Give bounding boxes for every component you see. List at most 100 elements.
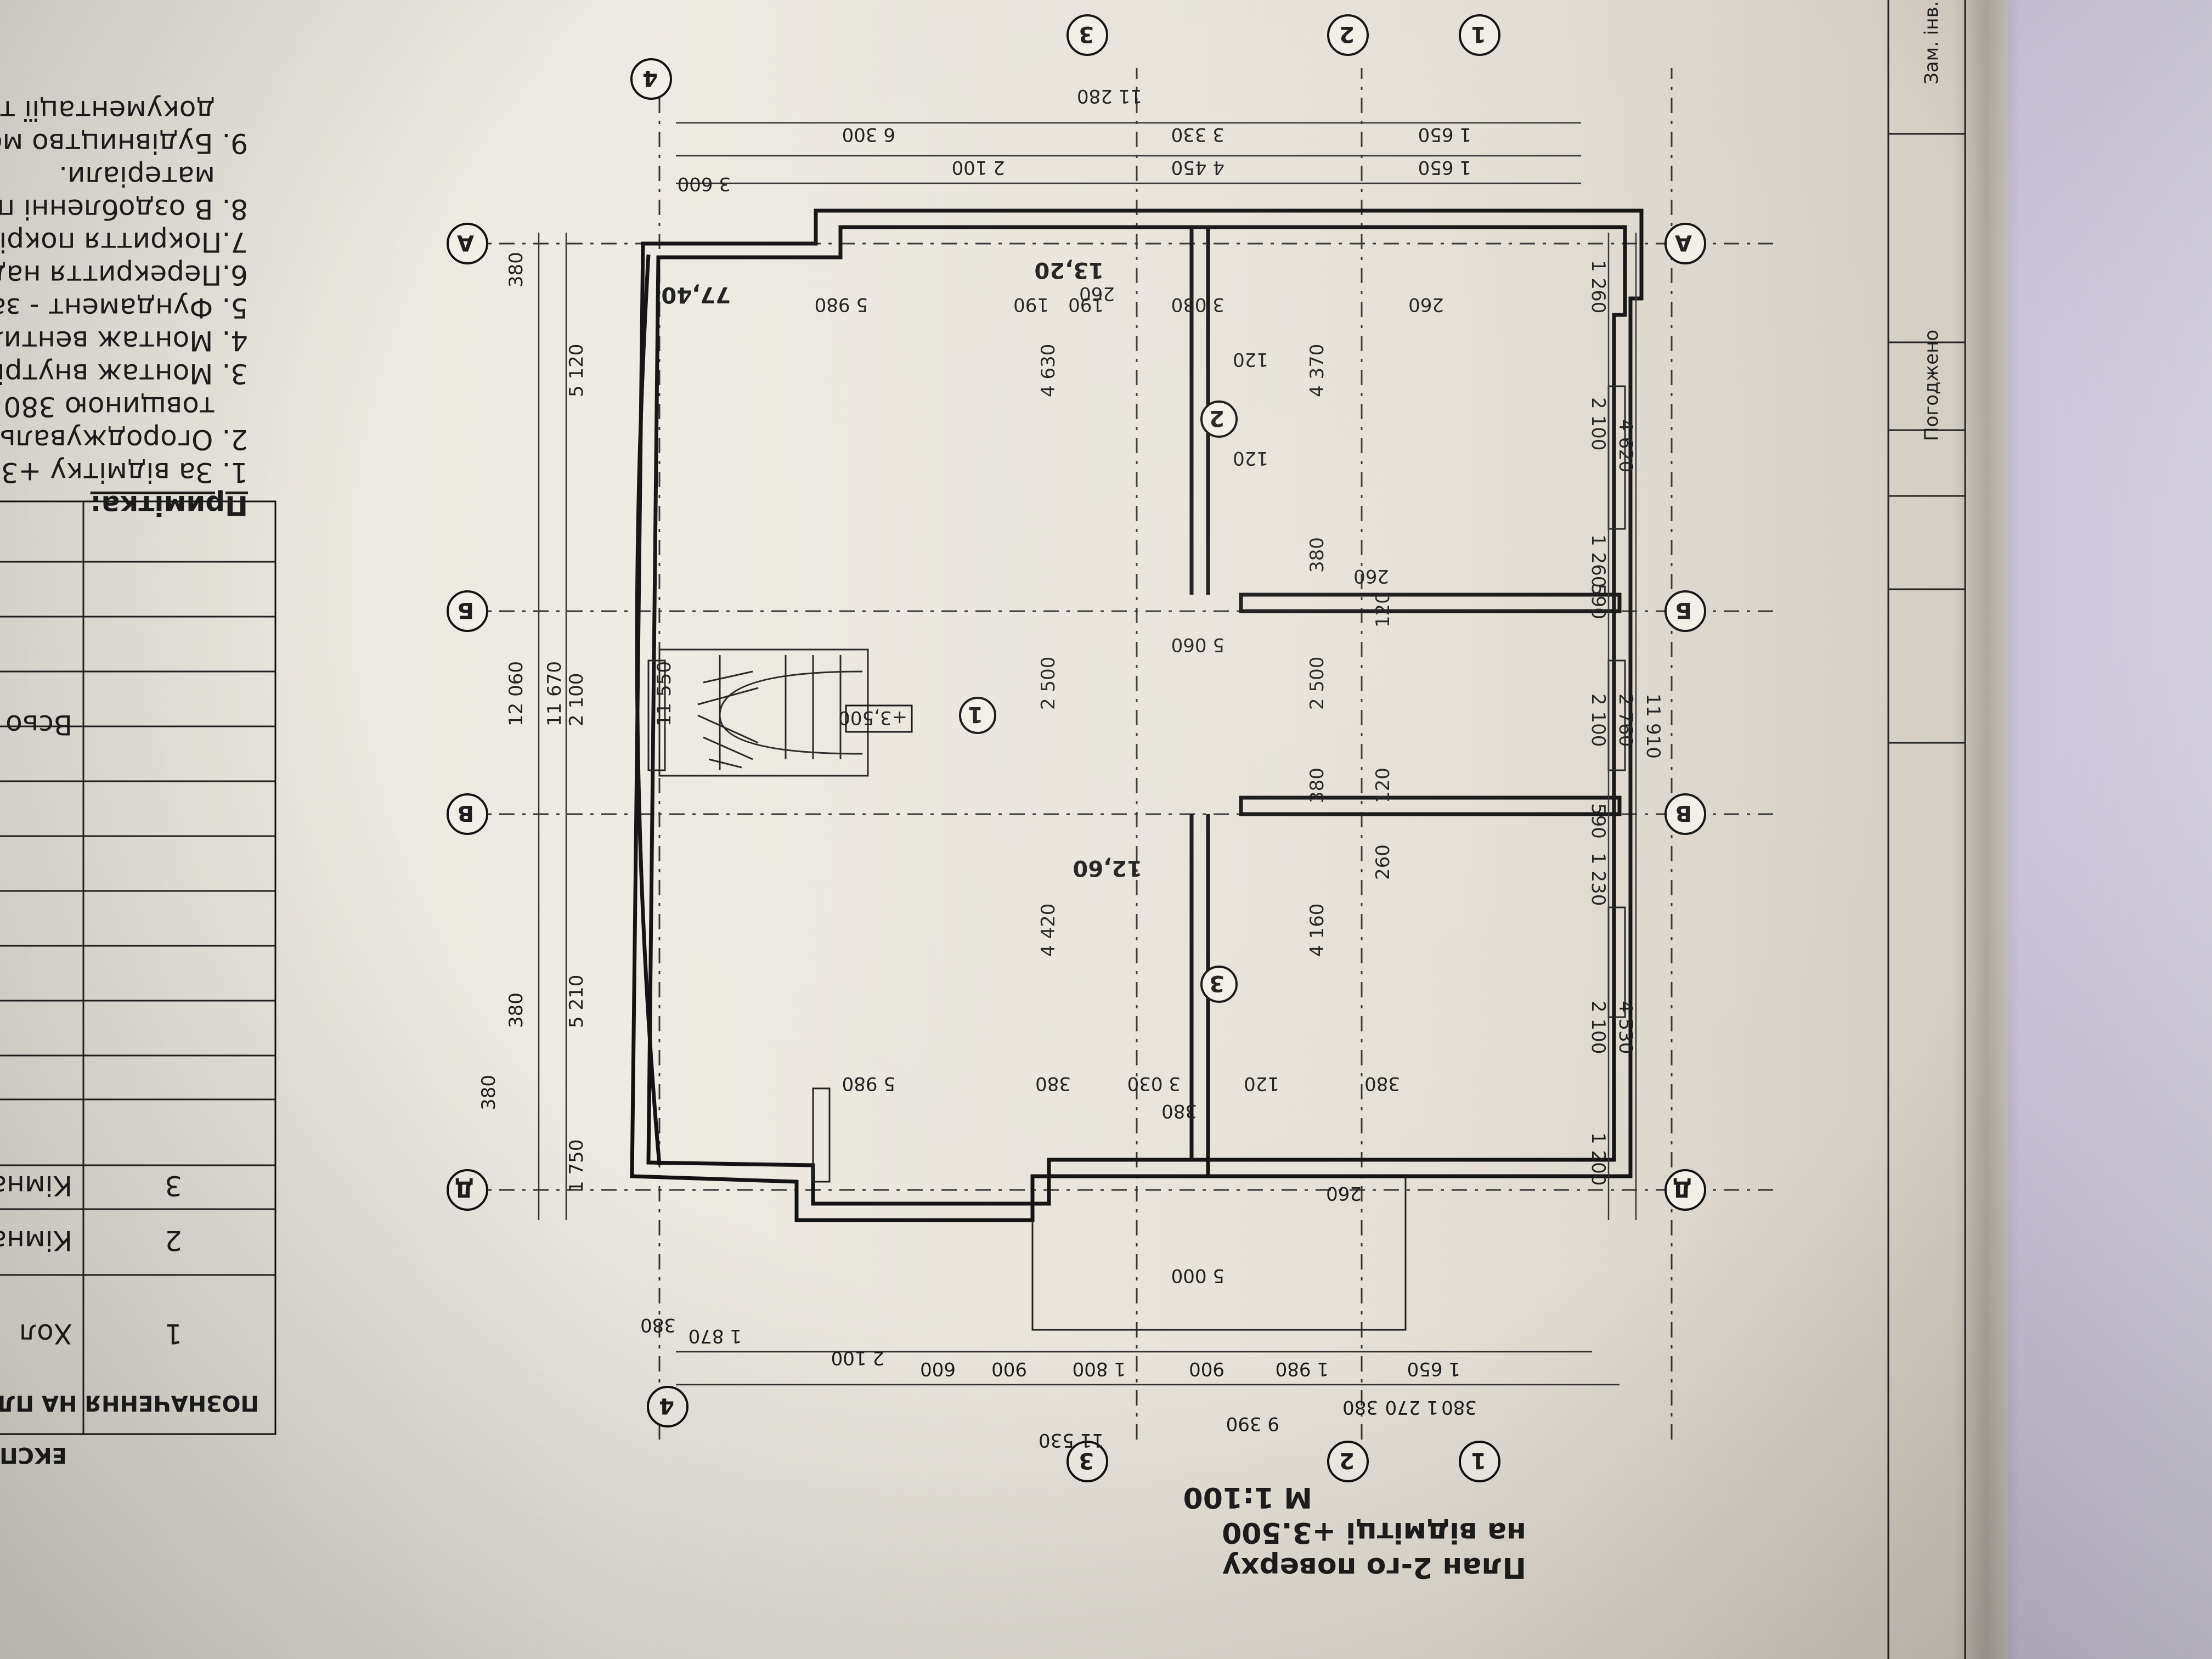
dim-int-0: 260 [1079, 283, 1115, 304]
dimension-lines [538, 122, 1637, 1386]
dim-int-13: 5 060 [1171, 634, 1224, 656]
dim-top-1: 1 650 [1418, 123, 1471, 145]
dim-int-19: 4 160 [1306, 904, 1328, 957]
note-5: 5. Фундамент - за [0, 292, 248, 324]
dim-int-3: 260 [1408, 294, 1444, 315]
dim-bottom-7: 900 [1189, 1358, 1224, 1380]
axis-bubble-a-left [447, 223, 488, 264]
dim-left-12: 11 910 [1642, 693, 1664, 759]
dimension-texts: 1 650 1 650 3 330 4 450 6 300 2 100 3 60… [478, 85, 1664, 1451]
dim-int-11: 260 [1353, 565, 1389, 587]
axis-bubble-2-bottom [1327, 14, 1369, 56]
explication-row-1-num: 1 [165, 1318, 182, 1350]
room-2-marker [1200, 400, 1238, 438]
dim-right-4: 5 120 [566, 344, 588, 397]
axis-label-v-right: В [1675, 800, 1692, 826]
explication-row-2-num: 2 [165, 1224, 182, 1256]
note-8: 8. В оздобленні пр [0, 193, 248, 225]
axis-bubble-a-right [1664, 223, 1706, 264]
dim-int-5: 190 [1013, 294, 1049, 315]
dim-bottom-1: 1 270 [1385, 1396, 1438, 1418]
plan-subtitle: на відмітці +3.500 [1222, 1516, 1526, 1549]
plan-title: План 2-го поверху [1222, 1551, 1526, 1584]
dim-top-4: 6 300 [842, 123, 895, 145]
dim-int-22: 3 030 [1127, 1073, 1181, 1094]
explication-row-3-name: Кімна [0, 1170, 72, 1201]
axis-label-a-left: А [457, 230, 474, 255]
dim-int-24: 380 [1035, 1073, 1071, 1094]
book-gutter [1953, 0, 2019, 1659]
dim-left-11: 4 530 [1615, 1001, 1637, 1054]
dim-bottom-10: 600 [920, 1358, 956, 1380]
dim-left-2: 1 260 [1587, 534, 1609, 588]
dim-int-2: 120 [1233, 348, 1268, 370]
next-page [2008, 0, 2212, 1659]
dim-left-9: 4 620 [1615, 419, 1637, 472]
dim-bottom-5: 1 650 [1407, 1358, 1460, 1380]
stamp-inv: Зам. інв. № [1921, 0, 1943, 84]
dim-int-23: 120 [1244, 1073, 1279, 1094]
explication-table: ЕКСПЛ ПОЗНАЧЕННЯ НА ПЛАНІ 1 Хол 2 Кімна … [0, 500, 276, 1468]
note-7: 7.Покриття покрі [0, 226, 248, 258]
axis-bubble-3-bottom [1066, 14, 1108, 56]
note-1: 1. За відмітку +3.50 [0, 456, 248, 488]
dim-left-7: 2 100 [1587, 1001, 1609, 1054]
dim-left-0: 1 260 [1587, 260, 1609, 313]
axis-label-4-top: 4 [659, 1393, 674, 1418]
axis-label-a-right: А [1675, 230, 1692, 255]
dim-right-0: 380 [505, 992, 527, 1028]
axis-label-v-left: В [458, 800, 475, 826]
note-9b: документації та [0, 94, 215, 126]
axis-label-4-bottom: 4 [642, 65, 658, 91]
dim-int-21: 380 [1161, 1100, 1197, 1122]
dim-int-25: 5 980 [842, 1073, 895, 1094]
note-2b: товщиною 380 м [0, 391, 215, 422]
level-mark: +3,500 [838, 707, 907, 729]
rotated-sheet: План 2-го поверху на відмітці +3.500 М 1… [0, 0, 1966, 1659]
dim-left-1: 2 100 [1587, 397, 1609, 450]
explication-total: Всьо [5, 709, 72, 741]
dim-right-9: 11 550 [653, 661, 675, 726]
dim-top-7: 11 280 [1077, 85, 1142, 107]
axis-bubble-1-bottom [1459, 14, 1500, 56]
axis-label-3-bottom: 3 [1079, 21, 1094, 47]
axis-bubble-b-right [1664, 590, 1706, 632]
note-4: 4. Монтаж вентил [0, 325, 248, 357]
dim-left-10: 2 760 [1615, 693, 1637, 747]
axis-label-1-top: 1 [1471, 1448, 1486, 1473]
notes-title: Примітка: [91, 489, 248, 521]
axis-label-b-right: Б [1675, 597, 1692, 623]
dim-int-10: 380 [1306, 537, 1328, 573]
note-9: 9. Будівництво мо [0, 127, 248, 159]
notes-block: Примітка: 1. За відмітку +3.50 2. Огород… [0, 94, 248, 521]
axis-label-d-left: Д [454, 1176, 474, 1201]
dim-right-3: 2 100 [566, 673, 588, 726]
note-6: 6.Перекриття над [0, 259, 248, 291]
axis-bubble-d-left [447, 1169, 488, 1211]
dim-int-7: 5 980 [815, 294, 868, 315]
dim-bottom-2: 380 [1342, 1396, 1378, 1418]
grid-axes: Д В Б А Д В Б А 1 2 3 4 1 2 [447, 14, 1773, 1482]
dim-int-8: 4 370 [1306, 344, 1328, 397]
explication-col-header: ПОЗНАЧЕННЯ НА ПЛАНІ [0, 1390, 259, 1415]
dim-int-27: 260 [1326, 1182, 1362, 1204]
axis-bubble-d-right [1664, 1169, 1706, 1211]
dim-right-1: 380 [478, 1075, 500, 1110]
dim-bottom-13: 380 [640, 1314, 676, 1336]
room-3-area: 13,20 [1034, 257, 1104, 283]
dim-int-6: 3 030 [1171, 294, 1224, 315]
dim-bottom-3: 9 390 [1226, 1413, 1279, 1435]
paper-sheet [0, 0, 2096, 1659]
level-mark-box [845, 704, 913, 733]
axis-label-3-top: 3 [1079, 1448, 1094, 1473]
explication-row-2-name: Кімна [0, 1224, 72, 1256]
dim-right-2: 5 210 [566, 975, 588, 1028]
axis-label-d-right: Д [1672, 1176, 1692, 1201]
note-3: 3. Монтаж внутрі [0, 358, 248, 390]
axis-label-1-bottom: 1 [1471, 21, 1486, 47]
dim-bottom-9: 900 [991, 1358, 1027, 1380]
dim-int-26: 5 000 [1171, 1265, 1224, 1286]
axis-bubble-v-right [1664, 793, 1706, 835]
dim-int-15: 2 500 [1037, 657, 1059, 710]
